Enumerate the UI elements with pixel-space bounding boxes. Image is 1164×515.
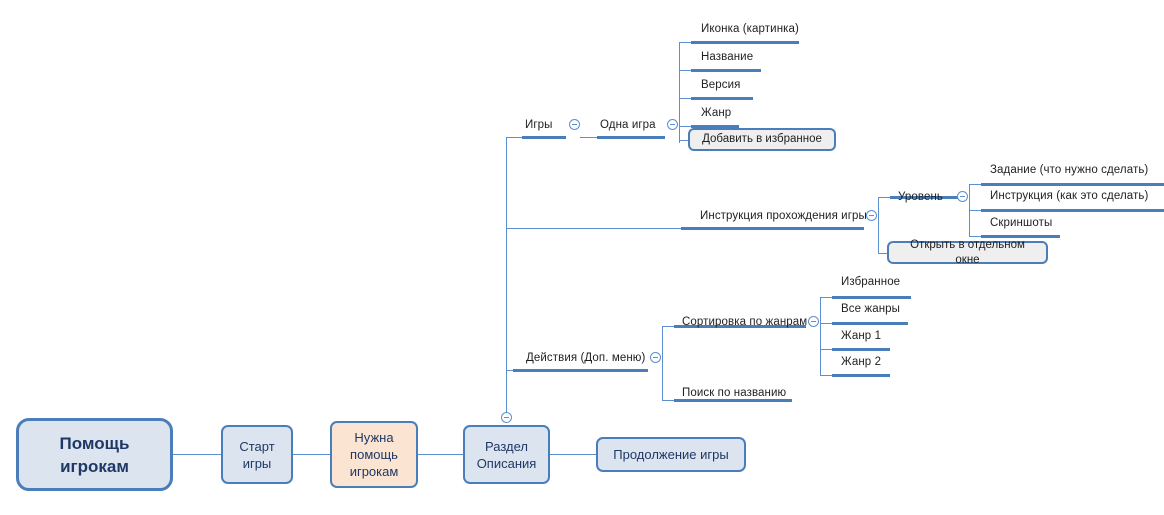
node-section-description[interactable]: Раздел Описания <box>463 425 550 484</box>
bar-game-detail-1 <box>691 69 761 72</box>
topic-guide[interactable]: Инструкция прохождения игры <box>700 210 867 222</box>
connector-actions-child-sort <box>662 326 674 327</box>
connector-trunk-to-guide <box>506 228 681 229</box>
connector-actions-child-search <box>662 400 674 401</box>
topic-search-by-name[interactable]: Поиск по названию <box>682 387 787 399</box>
connector-guide-child-level <box>878 197 890 198</box>
connector-onegame-child-3 <box>679 126 691 127</box>
bar-game-detail-0 <box>691 41 799 44</box>
node-start-game[interactable]: Старт игры <box>221 425 293 484</box>
node-need-help[interactable]: Нужна помощь игрокам <box>330 421 418 488</box>
bar-level <box>890 196 958 199</box>
bar-level-detail-0 <box>981 183 1164 186</box>
connector-root-to-start <box>173 454 221 455</box>
topic-game-detail-0[interactable]: Иконка (картинка) <box>701 23 799 35</box>
topic-game-detail-1[interactable]: Название <box>701 51 754 63</box>
collapse-games-icon[interactable] <box>569 119 580 130</box>
topic-level-detail-0[interactable]: Задание (что нужно сделать) <box>990 164 1149 176</box>
topic-sort-by-genre[interactable]: Сортировка по жанрам <box>682 316 808 328</box>
topic-game-detail-3[interactable]: Жанр <box>701 107 732 119</box>
connector-section-to-continue <box>550 454 596 455</box>
collapse-one-game-icon[interactable] <box>667 119 678 130</box>
connector-genre-child-3 <box>820 375 832 376</box>
connector-level-child-0 <box>969 184 981 185</box>
bar-genre-detail-0 <box>832 296 911 299</box>
connector-trunk-to-actions <box>506 370 513 371</box>
connector-onegame-child-4 <box>679 140 691 141</box>
bar-level-detail-2 <box>981 235 1060 238</box>
node-continue-game[interactable]: Продолжение игры <box>596 437 746 472</box>
bar-guide <box>681 227 864 230</box>
callout-add-to-favorites[interactable]: Добавить в избранное <box>688 128 836 151</box>
connector-actions-children-spine <box>662 326 663 400</box>
connector-genre-child-0 <box>820 297 832 298</box>
connector-start-to-needhelp <box>293 454 330 455</box>
topic-level-detail-2[interactable]: Скриншоты <box>990 217 1053 229</box>
topic-one-game[interactable]: Одна игра <box>600 119 656 131</box>
bar-games <box>522 136 566 139</box>
connector-needhelp-to-section <box>418 454 463 455</box>
connector-onegame-children-spine <box>679 42 680 143</box>
bar-genre-detail-3 <box>832 374 890 377</box>
topic-level-detail-1[interactable]: Инструкция (как это сделать) <box>990 190 1149 202</box>
connector-guide-children-spine <box>878 197 879 254</box>
collapse-sort-icon[interactable] <box>808 316 819 327</box>
topic-genre-detail-1[interactable]: Все жанры <box>841 303 901 315</box>
connector-onegame-child-0 <box>679 42 691 43</box>
bar-game-detail-2 <box>691 97 753 100</box>
node-root[interactable]: Помощь игрокам <box>16 418 173 491</box>
connector-onegame-child-2 <box>679 98 691 99</box>
collapse-guide-icon[interactable] <box>866 210 877 221</box>
topic-genre-detail-3[interactable]: Жанр 2 <box>841 356 882 368</box>
bar-genre-detail-2 <box>832 348 890 351</box>
connector-trunk-vertical <box>506 137 507 418</box>
topic-actions[interactable]: Действия (Доп. меню) <box>526 352 646 364</box>
connector-onegame-child-1 <box>679 70 691 71</box>
topic-genre-detail-2[interactable]: Жанр 1 <box>841 330 882 342</box>
bar-one-game <box>597 136 665 139</box>
bar-game-detail-3 <box>691 125 739 128</box>
connector-genre-child-1 <box>820 323 832 324</box>
connector-trunk-to-games <box>506 137 522 138</box>
topic-games[interactable]: Игры <box>525 119 553 131</box>
connector-genre-children-spine <box>820 297 821 375</box>
bar-level-detail-1 <box>981 209 1164 212</box>
collapse-level-icon[interactable] <box>957 191 968 202</box>
bar-actions <box>513 369 648 372</box>
collapse-actions-icon[interactable] <box>650 352 661 363</box>
connector-games-to-onegame <box>580 137 597 138</box>
connector-genre-child-2 <box>820 349 832 350</box>
topic-genre-detail-0[interactable]: Избранное <box>841 276 901 288</box>
collapse-section-icon[interactable] <box>501 412 512 423</box>
connector-level-child-1 <box>969 210 981 211</box>
connector-level-child-2 <box>969 236 981 237</box>
bar-search-by-name <box>674 399 792 402</box>
topic-level[interactable]: Уровень <box>898 191 943 203</box>
bar-genre-detail-1 <box>832 322 908 325</box>
connector-guide-child-callout <box>878 253 890 254</box>
topic-game-detail-2[interactable]: Версия <box>701 79 741 91</box>
callout-open-in-new-window[interactable]: Открыть в отдельном окне <box>887 239 1048 266</box>
bar-sort-by-genre <box>674 325 806 328</box>
